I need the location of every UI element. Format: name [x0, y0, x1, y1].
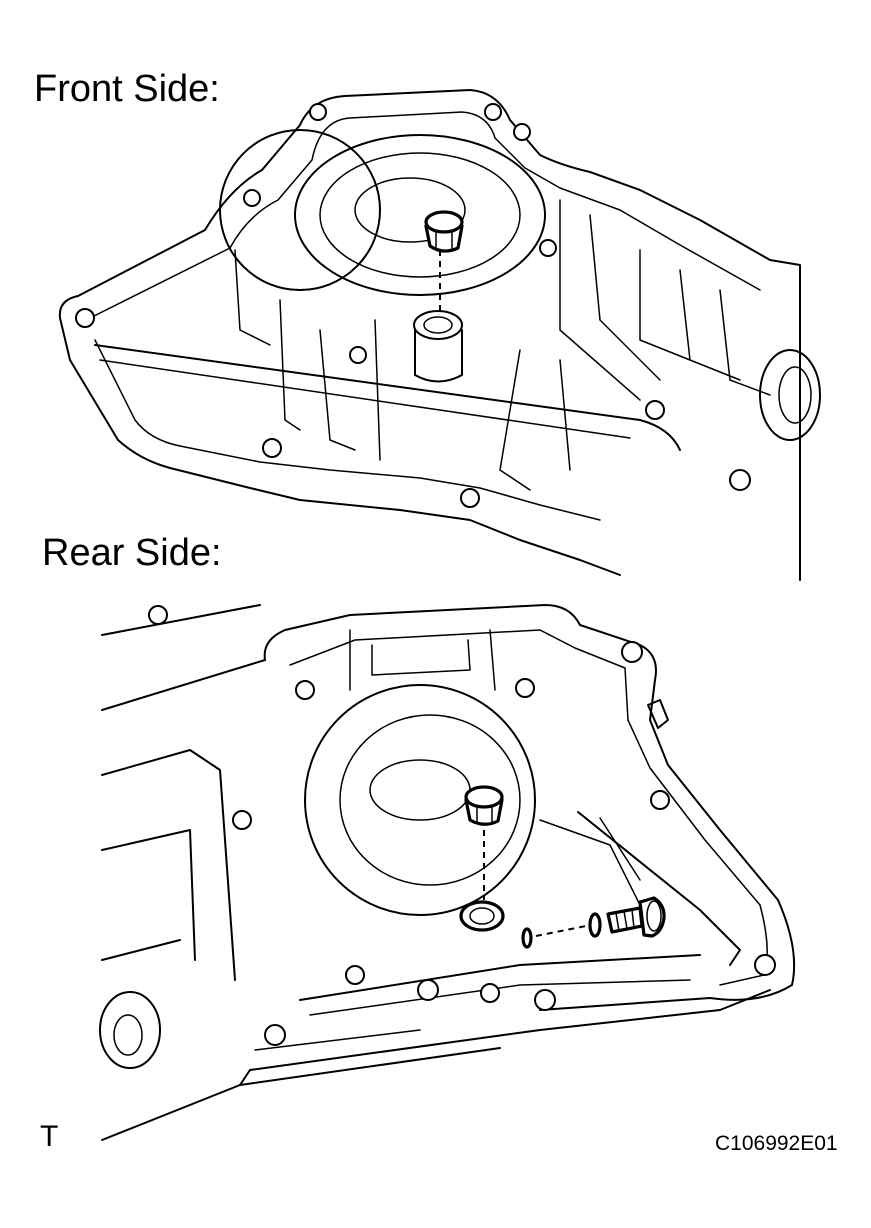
- rear-side-label: Rear Side:: [42, 532, 222, 574]
- front-plug-assembly: [413, 210, 464, 383]
- rear-case-outline: [99, 604, 796, 1141]
- figure-code: C106992E01: [715, 1132, 838, 1155]
- o-ring-icon: [588, 912, 602, 938]
- front-plug-icon: [424, 210, 464, 253]
- corner-mark: T: [40, 1120, 59, 1153]
- front-side-label: Front Side:: [34, 68, 220, 110]
- rear-plug-assembly: [459, 785, 505, 932]
- rear-side-bolt-assembly: [521, 896, 666, 949]
- o-ring-icon: [521, 927, 533, 949]
- rear-plug-icon: [464, 785, 504, 826]
- front-case-outline: [58, 89, 821, 581]
- bolt-icon: [606, 896, 666, 938]
